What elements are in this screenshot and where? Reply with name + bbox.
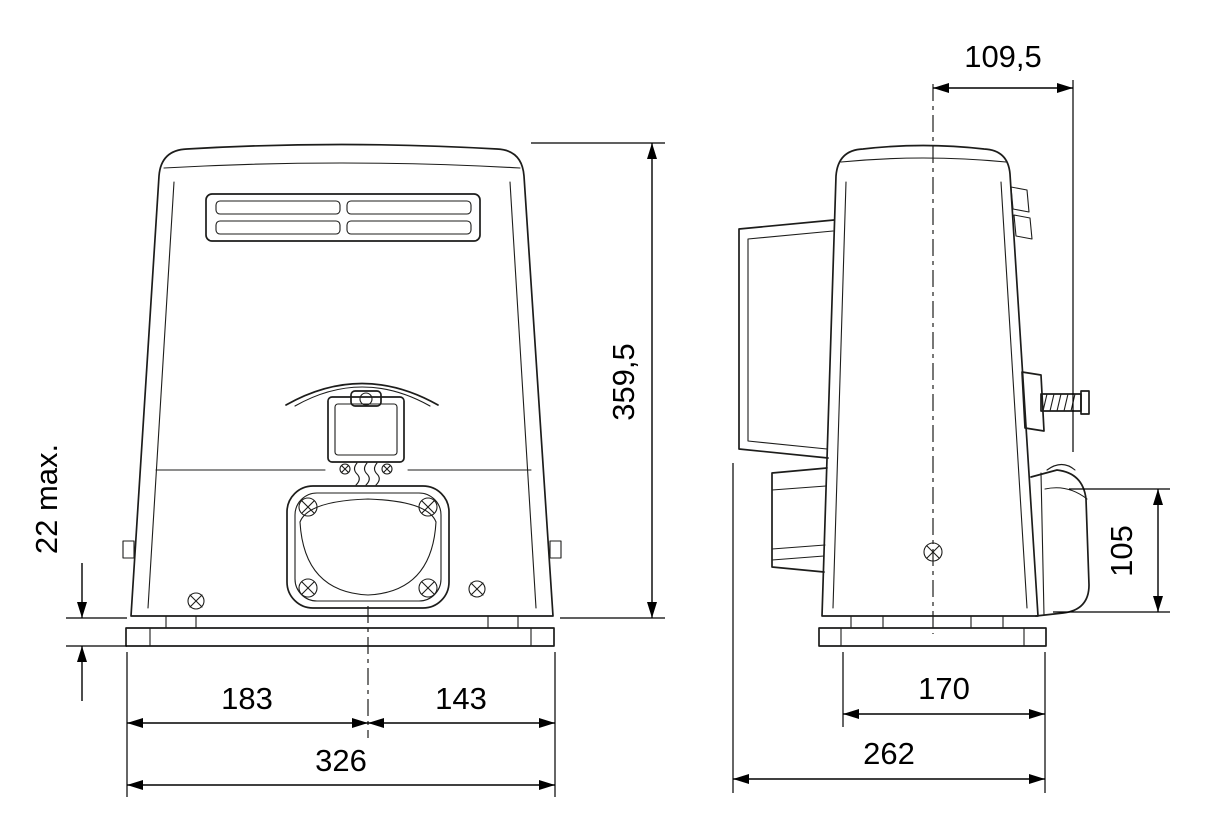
dim-label-center-left: 183 <box>221 681 273 716</box>
side-limit-switch-tabs <box>1010 186 1033 240</box>
side-release-rod <box>1021 371 1090 432</box>
dim-side-motor-height: 105 <box>1053 488 1170 613</box>
side-housing-outline <box>821 144 1039 617</box>
wire-squiggle <box>353 462 360 486</box>
dim-side-total-depth: 262 <box>732 463 1046 793</box>
front-body-screw-right <box>468 580 486 598</box>
side-view <box>738 84 1090 647</box>
side-motor-cap <box>1030 463 1090 617</box>
side-rear-cover <box>738 219 835 459</box>
dim-front-widths: 183 143 326 <box>126 652 556 797</box>
front-side-tabs <box>122 540 562 559</box>
dim-label-center-right: 143 <box>435 681 487 716</box>
dim-front-clearance: 22 max. <box>29 444 127 701</box>
dim-label-motor-height: 105 <box>1104 525 1139 577</box>
rod-bracket <box>1021 371 1045 432</box>
side-dimensions: 109,5 105 170 262 <box>732 39 1170 793</box>
key-lock-icon <box>359 392 373 406</box>
front-view <box>122 143 562 738</box>
front-body-screw-left <box>187 592 205 610</box>
dim-label-front-height: 359,5 <box>606 343 641 421</box>
release-lever-arc <box>285 382 439 406</box>
front-dimensions: 359,5 22 max. 183 143 326 <box>29 142 665 797</box>
side-base-plate <box>818 627 1047 647</box>
threaded-rod <box>1040 393 1082 412</box>
release-screw-right <box>381 463 393 475</box>
dim-side-base-depth: 170 <box>842 652 1045 727</box>
front-release-assembly <box>285 382 439 486</box>
dim-front-height: 359,5 <box>531 142 665 619</box>
front-feet <box>165 615 519 629</box>
front-housing <box>130 143 554 617</box>
dim-label-top-offset: 109,5 <box>964 39 1042 74</box>
front-vent-grille <box>205 193 481 242</box>
key-lock-tab <box>350 390 382 407</box>
side-connector-box <box>771 467 828 573</box>
dim-label-total-depth: 262 <box>863 736 915 771</box>
cover-screw <box>418 497 438 517</box>
dim-label-front-width: 326 <box>315 743 367 778</box>
front-housing-outline <box>130 143 554 617</box>
rod-end-cap <box>1080 390 1090 415</box>
dim-label-base-depth: 170 <box>918 671 970 706</box>
front-access-cover <box>286 485 450 609</box>
side-feet <box>850 615 1004 629</box>
release-screw-left <box>339 463 351 475</box>
cover-screw <box>418 578 438 598</box>
front-base-plate <box>125 627 555 647</box>
side-housing <box>821 144 1039 617</box>
cover-screw <box>298 497 318 517</box>
wire-squiggle <box>373 462 380 486</box>
dim-label-front-clearance: 22 max. <box>29 444 64 554</box>
release-box <box>327 396 405 463</box>
dim-side-top-offset: 109,5 <box>933 39 1074 452</box>
cover-screw <box>298 578 318 598</box>
wire-squiggle <box>363 462 370 486</box>
